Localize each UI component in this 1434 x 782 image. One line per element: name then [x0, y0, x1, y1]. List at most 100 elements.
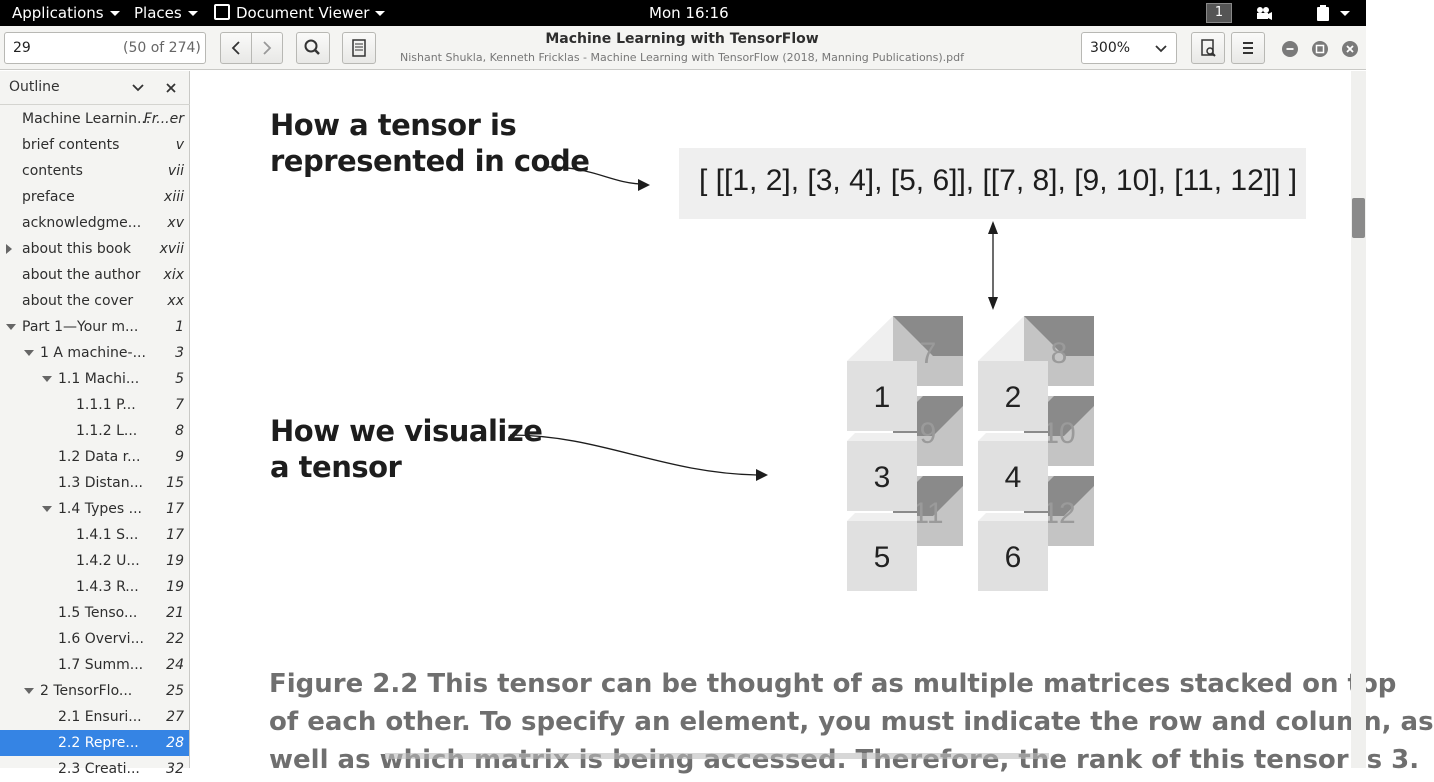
- outline-item[interactable]: 1.7 Summ...24: [0, 652, 189, 678]
- app-name-label: Document Viewer: [236, 4, 370, 22]
- callout-code-line-1: How a tensor is: [270, 108, 517, 142]
- close-window-button[interactable]: [1342, 41, 1358, 57]
- expander-open-icon[interactable]: [24, 350, 34, 356]
- outline-item-label: 1.1.2 L...: [76, 423, 138, 439]
- tensor-code: [ [[1, 2], [3, 4], [5, 6]], [[7, 8], [9,…: [699, 164, 1298, 197]
- scanned-underline: [385, 753, 1049, 759]
- outline-item-page: xvii: [159, 241, 184, 257]
- outline-item-page: 19: [166, 553, 184, 569]
- clock[interactable]: Mon 16:16: [649, 4, 729, 22]
- vertical-scrollbar[interactable]: [1351, 71, 1366, 768]
- outline-item[interactable]: 2.2 Repre...28: [0, 730, 189, 756]
- outline-item[interactable]: 1.1 Machi...5: [0, 366, 189, 392]
- cell-7: 7: [920, 337, 937, 370]
- expander-open-icon[interactable]: [42, 506, 52, 512]
- search-button[interactable]: [296, 32, 330, 64]
- outline-item[interactable]: contents vii: [0, 158, 189, 184]
- outline-item-label: about this book: [22, 241, 131, 257]
- maximize-button[interactable]: [1312, 41, 1328, 57]
- outline-item[interactable]: 1.6 Overvi...22: [0, 626, 189, 652]
- cell-1: 1: [874, 381, 891, 414]
- outline-item[interactable]: 1.3 Distan...15: [0, 470, 189, 496]
- menu-button[interactable]: [1231, 32, 1265, 64]
- applications-menu[interactable]: Applications: [12, 0, 120, 26]
- chevron-down-icon: [375, 11, 386, 16]
- workspace-indicator[interactable]: 1: [1206, 3, 1232, 23]
- applications-label: Applications: [12, 4, 104, 22]
- places-menu[interactable]: Places: [134, 0, 198, 26]
- outline-item[interactable]: 1.1.1 P...7: [0, 392, 189, 418]
- outline-item[interactable]: 1.4.3 R...19: [0, 574, 189, 600]
- minimize-button[interactable]: [1282, 41, 1298, 57]
- expander-closed-icon[interactable]: [6, 244, 12, 254]
- outline-item[interactable]: 1.4.1 S...17: [0, 522, 189, 548]
- outline-item[interactable]: 1.4 Types ...17: [0, 496, 189, 522]
- chevron-down-icon: [109, 11, 120, 16]
- outline-item-label: 1.2 Data r...: [58, 449, 141, 465]
- outline-item-label: 1.6 Overvi...: [58, 631, 144, 647]
- close-icon[interactable]: [165, 82, 177, 94]
- expander-open-icon[interactable]: [6, 324, 16, 330]
- cell-5: 5: [874, 541, 891, 574]
- outline-item[interactable]: 1.2 Data r...9: [0, 444, 189, 470]
- top-panel: Applications Places Document Viewer Mon …: [0, 0, 1366, 26]
- outline-item[interactable]: acknowledgme...xv: [0, 210, 189, 236]
- outline-item-label: 2.1 Ensuri...: [58, 709, 142, 725]
- figure-caption-line-2: of each other. To specify an element, yo…: [269, 707, 1434, 737]
- outline-item-label: 1.4.1 S...: [76, 527, 139, 543]
- video-camera-icon[interactable]: [1256, 0, 1272, 26]
- page-number-input[interactable]: 29 (50 of 274): [4, 32, 206, 64]
- outline-item-label: 1.7 Summ...: [58, 657, 144, 673]
- scrollbar-thumb[interactable]: [1352, 198, 1365, 238]
- app-menu[interactable]: Document Viewer: [214, 0, 386, 26]
- outline-item-page: 25: [166, 683, 184, 699]
- outline-item[interactable]: 1.5 Tenso...21: [0, 600, 189, 626]
- next-page-button[interactable]: [251, 32, 283, 64]
- figure-caption-line-1: Figure 2.2 This tensor can be thought of…: [269, 669, 1397, 699]
- outline-item[interactable]: 1 A machine-...3: [0, 340, 189, 366]
- previous-page-button[interactable]: [220, 32, 252, 64]
- outline-item[interactable]: 2 TensorFlo...25: [0, 678, 189, 704]
- outline-item[interactable]: about this book xvii: [0, 236, 189, 262]
- outline-item-label: 2.3 Creati...: [58, 761, 140, 777]
- outline-item[interactable]: 2.1 Ensuri... 27: [0, 704, 189, 730]
- page-settings-button[interactable]: [1191, 32, 1225, 64]
- outline-item[interactable]: 1.4.2 U...19: [0, 548, 189, 574]
- callout-code-line-2: represented in code: [270, 144, 590, 178]
- outline-title[interactable]: Outline: [9, 79, 60, 95]
- arrowhead: [638, 179, 650, 191]
- outline-item-label: Part 1—Your m...: [22, 319, 139, 335]
- outline-item[interactable]: 1.1.2 L...8: [0, 418, 189, 444]
- expander-open-icon[interactable]: [42, 376, 52, 382]
- expander-open-icon[interactable]: [24, 688, 34, 694]
- outline-item[interactable]: 2.3 Creati...32: [0, 756, 189, 782]
- outline-item[interactable]: Part 1—Your m...1: [0, 314, 189, 340]
- cell-6: 6: [1005, 541, 1022, 574]
- code-box: [679, 148, 1306, 219]
- outline-item-label: Machine Learnin...: [22, 111, 151, 127]
- annotations-button[interactable]: [342, 32, 376, 64]
- outline-item-page: xx: [167, 293, 184, 309]
- callout-visualize-line-1: How we visualize: [270, 414, 543, 448]
- outline-item-page: Fr...er: [143, 111, 184, 127]
- outline-item-page: xv: [167, 215, 184, 231]
- arrowhead: [988, 297, 998, 310]
- zoom-select[interactable]: 300%: [1081, 32, 1177, 64]
- outline-item-page: 27: [166, 709, 184, 725]
- outline-item-page: vii: [167, 163, 184, 179]
- cell-9: 9: [920, 417, 937, 450]
- page-count-label: (50 of 274): [123, 40, 201, 56]
- system-menu[interactable]: [1316, 0, 1350, 26]
- chevron-down-icon: [187, 11, 198, 16]
- outline-item-page: 28: [166, 735, 184, 751]
- arrowhead: [988, 221, 998, 234]
- outline-item[interactable]: Machine Learnin...Fr...er: [0, 106, 189, 132]
- page-number-value: 29: [13, 40, 31, 56]
- outline-item-label: contents: [22, 163, 83, 179]
- header-bar: 29 (50 of 274) Machine Learning with Ten…: [0, 26, 1366, 70]
- chevron-down-icon[interactable]: [131, 83, 145, 93]
